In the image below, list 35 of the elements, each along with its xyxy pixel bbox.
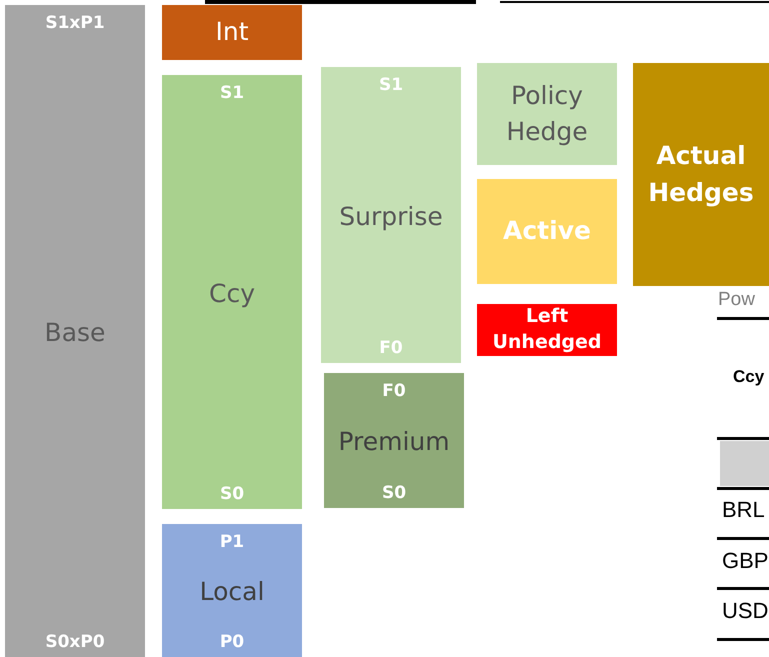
policy-hedge-block — [477, 63, 617, 165]
block-label: Int — [215, 16, 249, 48]
corner-label: S1xP1 — [45, 12, 105, 35]
premium-block — [324, 373, 464, 508]
left-unhedged-block — [477, 304, 617, 356]
corner-label: F0 — [379, 337, 403, 360]
base-block — [5, 5, 145, 657]
surprise-block — [321, 67, 461, 363]
corner-label: S0 — [220, 483, 244, 506]
corner-label: F0 — [382, 380, 406, 403]
block-label: Actual Hedges — [647, 140, 755, 208]
column-header: Ccy — [733, 367, 764, 387]
corner-label: S0xP0 — [45, 631, 105, 654]
corner-label: S1 — [378, 74, 404, 97]
currency-block — [162, 75, 302, 509]
table-cell: USD — [722, 598, 768, 624]
active-block — [477, 179, 617, 284]
block-label: Ccy — [209, 278, 255, 310]
interest-block — [162, 5, 302, 60]
corner-label: P0 — [220, 631, 244, 654]
column-header: Pow — [718, 289, 755, 311]
corner-label: S1 — [220, 82, 244, 105]
block-label: Active — [503, 215, 591, 248]
corner-label: S0 — [382, 482, 406, 506]
block-label: Local — [200, 576, 264, 608]
table-cell: BRL — [722, 497, 765, 523]
block-label: Base — [44, 316, 106, 349]
block-label: Left Unhedged — [491, 304, 603, 355]
actual-hedges-block — [633, 63, 769, 286]
local-block — [162, 524, 302, 657]
table-cell: GBP — [722, 548, 768, 574]
block-label: Policy Hedge — [505, 80, 589, 148]
block-label: Surprise — [339, 200, 443, 233]
block-label: Premium — [338, 426, 450, 458]
corner-label: P1 — [220, 531, 244, 554]
